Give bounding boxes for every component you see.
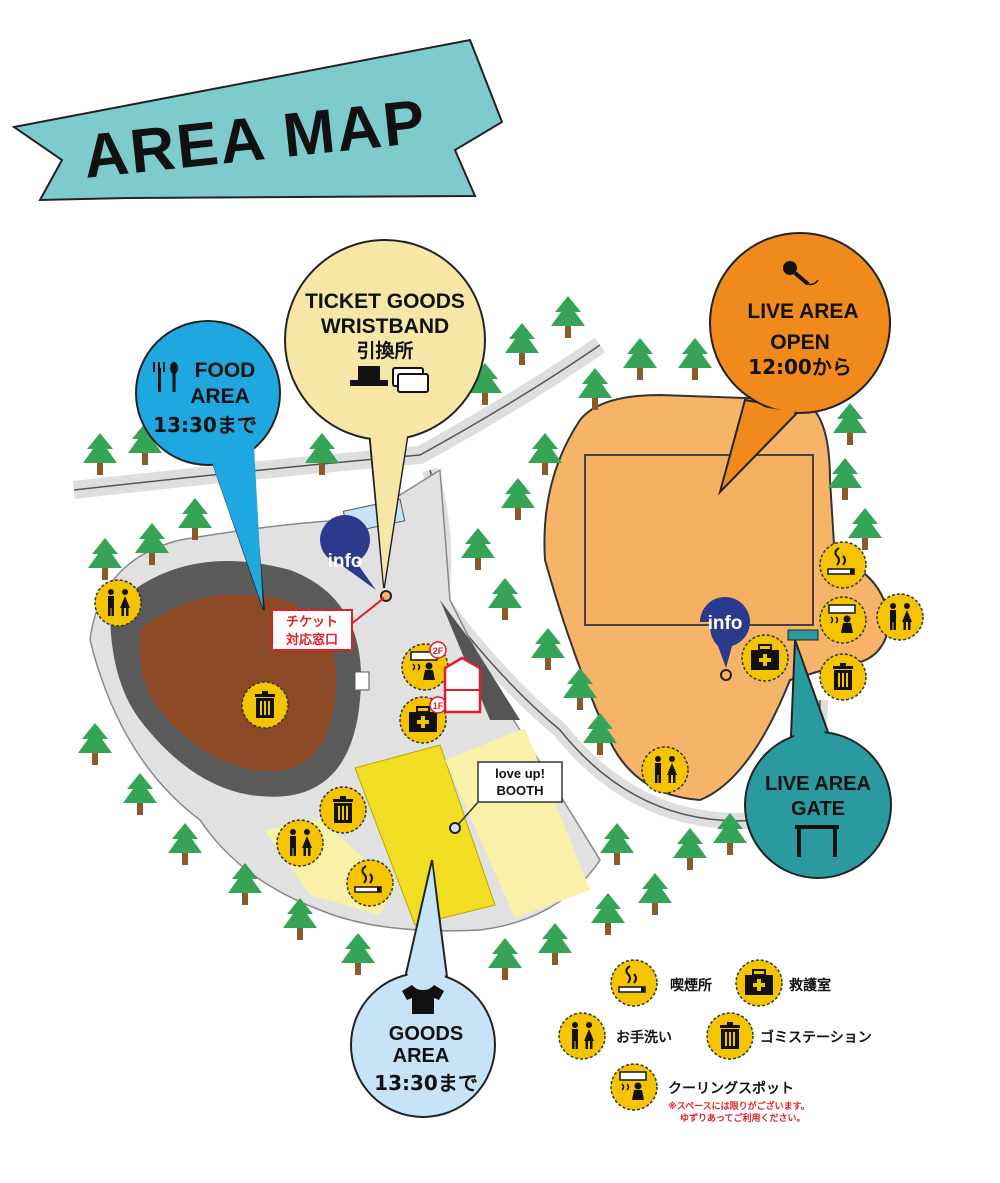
callout-ticket-goods[interactable]: TICKET GOODS WRISTBAND 引換所 [284, 239, 486, 589]
booth-line2: BOOTH [497, 783, 544, 798]
legend-trash: ゴミステーション [760, 1029, 872, 1046]
callout-food-area[interactable]: FOOD AREA 13:30まで [135, 320, 281, 611]
trash-icon [242, 682, 288, 728]
gate-line1: LIVE AREA [765, 773, 871, 795]
tshirt-icon [402, 985, 444, 1014]
ticket-window-sign: チケット 対応窓口 [271, 597, 385, 651]
smoking-icon [611, 960, 657, 1006]
food-line1: FOOD [195, 359, 256, 382]
goods-line1: GOODS [389, 1023, 463, 1045]
floor-1f-label: 1F [433, 701, 444, 711]
legend-first-aid: 救護室 [789, 977, 831, 994]
restroom-icon [95, 580, 141, 626]
callout-goods-area[interactable]: GOODS AREA 13:30まで [350, 859, 496, 1118]
ticket-card-icon [392, 367, 429, 393]
goods-line2: AREA [393, 1045, 450, 1067]
floor-2f-label: 2F [433, 646, 444, 656]
info-marker-left[interactable]: info [320, 515, 392, 602]
callout-live-area[interactable]: LIVE AREA OPEN 12:00から [709, 232, 891, 496]
first-aid-icon [736, 960, 782, 1006]
ticket-window-line1: チケット [286, 615, 338, 630]
info-label: info [328, 551, 363, 572]
goods-time: 13:30まで [374, 1071, 478, 1095]
gate-icon [795, 825, 839, 857]
restroom-icon [559, 1013, 605, 1059]
legend: 喫煙所 救護室 お手洗い ゴミステーション クーリングスポット ※スペースには限… [559, 960, 872, 1124]
live-line1: LIVE AREA [747, 300, 858, 323]
cooling-spot-icon [820, 597, 866, 643]
booth-line1: love up! [495, 766, 545, 781]
info-marker-right[interactable]: info [700, 597, 750, 681]
cooling-spot-icon [611, 1064, 657, 1110]
live-line2: OPEN [770, 331, 830, 354]
hat-icon [350, 366, 388, 386]
food-line2: AREA [190, 385, 250, 408]
ticket-window-line2: 対応窓口 [285, 632, 338, 648]
ticket-line2: WRISTBAND [321, 315, 449, 338]
microphone-icon [783, 261, 819, 286]
title-banner: AREA MAP [11, 38, 504, 202]
love-up-booth-marker[interactable]: love up! BOOTH [449, 761, 563, 834]
legend-restroom: お手洗い [616, 1029, 672, 1046]
food-time: 13:30まで [153, 413, 257, 437]
trash-icon [820, 654, 866, 700]
live-time: 12:00から [748, 355, 852, 379]
restroom-icon [877, 594, 923, 640]
legend-note-line2: ゆずりあってご利用ください。 [680, 1112, 806, 1124]
floor-markers: 2F 1F [429, 641, 482, 714]
fork-spoon-icon [153, 362, 178, 392]
trash-icon [707, 1013, 753, 1059]
callout-live-area-gate[interactable]: LIVE AREA GATE [744, 639, 892, 879]
legend-smoking: 喫煙所 [670, 977, 712, 994]
legend-cooling: クーリングスポット [668, 1080, 794, 1097]
gate-line2: GATE [791, 798, 845, 820]
legend-note-line1: ※スペースには限りがございます。 [668, 1100, 810, 1112]
info-label: info [708, 613, 743, 634]
smoking-icon [347, 860, 393, 906]
restroom-icon [277, 820, 323, 866]
building-icon [443, 656, 482, 714]
first-aid-icon [742, 635, 788, 681]
smoking-icon [820, 542, 866, 588]
trash-icon [320, 787, 366, 833]
restroom-icon [642, 747, 688, 793]
live-area-ground [543, 393, 892, 802]
ticket-line3: 引換所 [356, 339, 413, 362]
ticket-line1: TICKET GOODS [305, 290, 465, 313]
